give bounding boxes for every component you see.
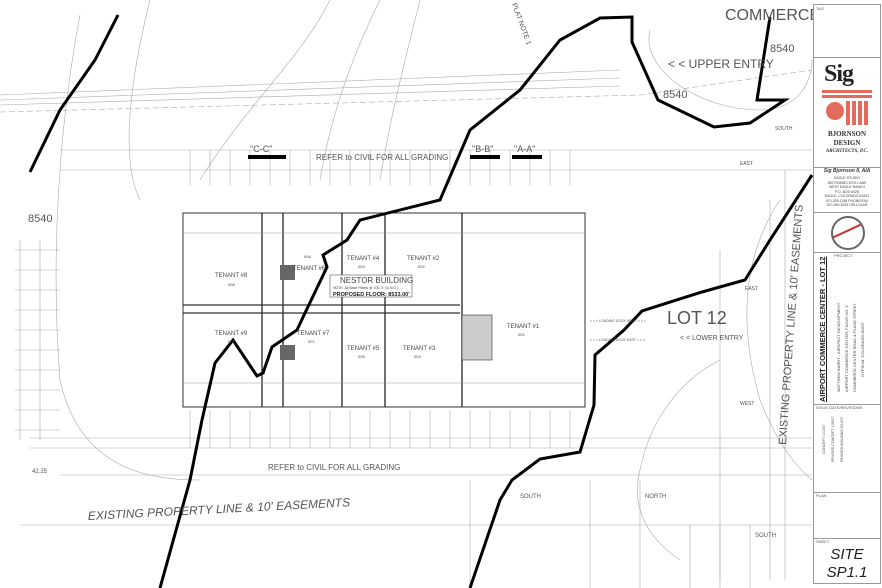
logo-circle-icon: [826, 102, 844, 120]
revision-entry: REVISED CONCEPT 1/26/07: [831, 415, 835, 462]
project-line: GYPSUM, COLORADO 81637: [860, 322, 865, 377]
plan-box: PLAN: [814, 492, 880, 539]
tenant-label: TENANT #4: [347, 256, 380, 262]
project-label: PROJECT: [834, 253, 853, 258]
contour-8540-mid: 8540: [663, 89, 687, 101]
firm-name-3: ARCHITECTS, P.C.: [825, 149, 869, 154]
tenant-label: TENANT #5: [347, 346, 380, 352]
tenant-unit: 003: [414, 354, 421, 359]
direction-west: WEST: [740, 401, 754, 407]
grading-note-bottom: REFER to CIVIL FOR ALL GRADING: [268, 463, 400, 472]
tenant-label: TENANT #6: [293, 266, 326, 272]
address-line: EAGLE, COLORADO 81631: [824, 194, 870, 198]
architect-box: Sig Bjornson II, AIA EAGLE STUDIO 250 RO…: [814, 167, 880, 213]
tenant-unit: 008: [228, 282, 235, 287]
sheet-number: SP1.1: [826, 564, 868, 581]
background-linework: [0, 0, 813, 588]
logo-bar: [822, 95, 872, 98]
revisions-box: ISSUE DATE/REVISIONS CONCEPT 1/13/07 REV…: [814, 404, 880, 493]
logo-columns-icon: [846, 101, 868, 125]
tag-box: TAG: [814, 5, 880, 58]
direction-east-top: EAST: [740, 161, 753, 167]
boundary-lines: [28, 14, 814, 588]
tenant-unit: 006: [304, 254, 311, 259]
title-block: TAG Sig BJORNSON DESIGN ARCHITECTS, P.C.…: [813, 4, 881, 584]
tenant-unit: 009: [228, 339, 235, 344]
building-footprint: [182, 212, 586, 408]
firm-name-2: DESIGN: [833, 139, 861, 147]
direction-south-top: SOUTH: [775, 126, 793, 132]
address-line: EAGLE STUDIO: [834, 176, 860, 180]
plan-label: PLAN: [816, 493, 827, 498]
building-note: NOTE: All Base Plates @ 100'-0" (U.N.O.): [333, 286, 398, 290]
address-line: 970-390-5329 CELLULAR: [826, 203, 868, 207]
tenant-unit: 005: [358, 354, 365, 359]
address-line: 970-328-1158 PHONE/FAX: [825, 198, 869, 203]
commerce-label: COMMERCE: [725, 7, 820, 24]
section-label-cc: "C-C": [250, 144, 272, 154]
direction-south-right: SOUTH: [755, 533, 776, 539]
address-line: 250 ROBINS EGG LANE: [827, 180, 867, 185]
architect-seal-box: [814, 212, 880, 253]
loading-dock-east: < < < LOADING DOCK EAST < < <: [590, 338, 645, 342]
loading-dock-west: < < < LOADING DOCK WEST < < <: [590, 319, 646, 323]
project-title: AIRPORT COMMERCE CENTER - LOT 12: [818, 256, 827, 402]
sheet-name: SITE: [830, 546, 864, 563]
tenant-label: TENANT #9: [215, 331, 248, 337]
grading-note-top: REFER to CIVIL FOR ALL GRADING: [316, 153, 448, 162]
sheet-label: SHEET: [816, 539, 830, 544]
project-box: PROJECT AIRPORT COMMERCE CENTER - LOT 12…: [814, 252, 880, 405]
tenant-unit: 001: [518, 332, 525, 337]
firm-name-1: BJORNSON: [827, 130, 867, 138]
parking-stalls: [189, 150, 571, 448]
tenant-label: TENANT #8: [215, 273, 248, 279]
direction-east-mid: EAST: [745, 286, 758, 292]
revision-entry: REVISED BUILDING 5/16/07: [840, 416, 844, 462]
revision-entry: CONCEPT 1/13/07: [822, 424, 826, 454]
address-line: WEST EAGLE RANCH: [828, 185, 866, 189]
logo-bar: [822, 90, 872, 93]
project-line: AIRPORT COMMERCE CENTER, FILING NO. 2: [844, 305, 849, 392]
tenant-unit: 007: [308, 339, 315, 344]
proposed-floor: PROPOSED FLOOR: 8533.00': [333, 292, 410, 298]
contour-8540-top: 8540: [770, 43, 794, 55]
section-label-aa: "A-A": [514, 144, 535, 154]
tenant-unit: 004: [358, 264, 365, 269]
elevation-label: 42.25: [32, 469, 48, 475]
tenant-label: TENANT #1: [507, 324, 540, 330]
address-line: P.O. BOX 5028: [835, 189, 859, 194]
sheet-box: SHEET SITE SP1.1: [814, 538, 880, 583]
contour-8540-left: 8540: [28, 213, 52, 225]
project-line: MATTHEW BARRY - AIRSPECT DEVELOPMENT: [836, 302, 841, 392]
architect-name: Sig Bjornson II, AIA: [823, 168, 871, 174]
section-markers: [248, 155, 542, 159]
building-name: NESTOR BUILDING: [340, 276, 413, 285]
tenant-label: TENANT #2: [407, 256, 440, 262]
section-label-bb: "B-B": [472, 144, 493, 154]
tenant-label: TENANT #3: [403, 346, 436, 352]
direction-north: NORTH: [645, 494, 666, 500]
tenant-unit: 002: [418, 264, 425, 269]
revisions-label: ISSUE DATE/REVISIONS: [816, 405, 863, 410]
firm-logo: Sig: [824, 61, 854, 87]
firm-logo-box: Sig BJORNSON DESIGN ARCHITECTS, P.C.: [814, 57, 880, 168]
upper-entry-label: < < UPPER ENTRY: [668, 57, 774, 71]
project-line: COMMERCE CENTER ROAD & PLANE STREET: [852, 303, 857, 392]
tenant-label: TENANT #7: [297, 331, 330, 337]
architect-seal-icon: [831, 216, 865, 250]
tag-label: TAG: [816, 6, 824, 11]
lower-entry-label: < < LOWER ENTRY: [680, 335, 744, 342]
lot-label: LOT 12: [667, 308, 727, 328]
direction-south-bottom: SOUTH: [520, 494, 541, 500]
